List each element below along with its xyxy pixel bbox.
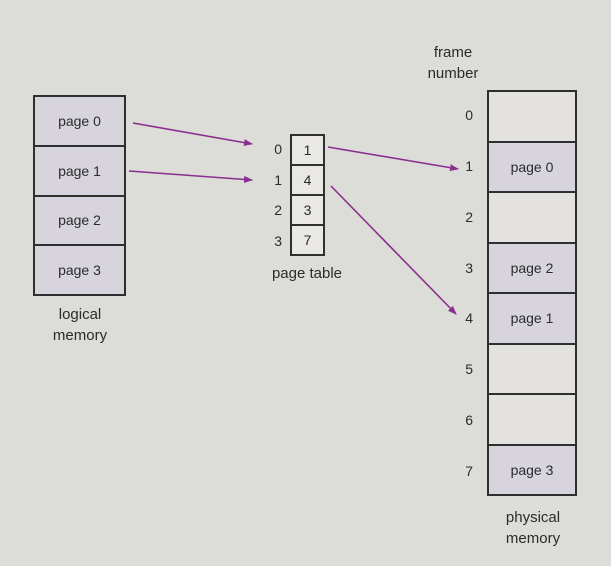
physical-memory-frame-3: page 2 bbox=[489, 243, 575, 294]
page-table-indices: 0 1 2 3 bbox=[254, 134, 282, 256]
frame-number-7: 7 bbox=[465, 462, 473, 479]
physical-memory-frame-6 bbox=[489, 395, 575, 446]
page-table-cell-2: 3 bbox=[292, 196, 323, 226]
physical-memory-label-line1: physical bbox=[505, 509, 561, 526]
page-table-cell-3: 7 bbox=[292, 226, 323, 254]
frame-number-5: 5 bbox=[465, 361, 473, 378]
frame-number-2: 2 bbox=[465, 208, 473, 225]
physical-memory-frame-1: page 0 bbox=[489, 142, 575, 193]
frame-number-0: 0 bbox=[465, 107, 473, 124]
frame-number-1: 1 bbox=[465, 158, 473, 175]
logical-memory-label: logical memory bbox=[23, 304, 137, 346]
logical-memory-box: page 0 page 1 page 2 page 3 bbox=[33, 95, 126, 296]
frame-number-3: 3 bbox=[465, 259, 473, 276]
page-table-index-2: 2 bbox=[274, 202, 282, 219]
logical-memory-cell-page2: page 2 bbox=[35, 196, 124, 247]
physical-memory-frame-7: page 3 bbox=[489, 445, 575, 494]
page-table-index-1: 1 bbox=[274, 171, 282, 188]
logical-memory-cell-page0: page 0 bbox=[35, 97, 124, 147]
frame-numbers-column: 0 1 2 3 4 5 6 7 bbox=[436, 90, 480, 496]
page-table-cell-0: 1 bbox=[292, 136, 323, 166]
page-table-cell-1: 4 bbox=[292, 166, 323, 196]
logical-memory-cell-page3: page 3 bbox=[35, 246, 124, 294]
physical-memory-frame-0 bbox=[489, 92, 575, 143]
frame-number-header: frame number bbox=[398, 42, 508, 84]
page-table-index-3: 3 bbox=[274, 232, 282, 249]
frame-number-header-line1: frame bbox=[433, 44, 473, 61]
frame-number-header-line2: number bbox=[427, 65, 479, 82]
arrow-page1-to-pagetable-entry1 bbox=[128, 170, 253, 183]
page-table-label: page table bbox=[271, 265, 343, 282]
physical-memory-frame-5 bbox=[489, 344, 575, 395]
frame-number-6: 6 bbox=[465, 411, 473, 428]
logical-memory-cell-page1: page 1 bbox=[35, 146, 124, 197]
physical-memory-frame-2 bbox=[489, 193, 575, 244]
logical-memory-label-line2: memory bbox=[52, 327, 108, 344]
page-table-index-0: 0 bbox=[274, 141, 282, 158]
physical-memory-label-line2: memory bbox=[505, 530, 561, 547]
page-table-box: 1 4 3 7 bbox=[290, 134, 325, 256]
frame-number-4: 4 bbox=[465, 310, 473, 327]
physical-memory-label: physical memory bbox=[477, 507, 589, 549]
physical-memory-frame-4: page 1 bbox=[489, 294, 575, 345]
logical-memory-label-line1: logical bbox=[58, 306, 102, 323]
physical-memory-box: page 0 page 2 page 1 page 3 bbox=[487, 90, 577, 496]
arrow-page0-to-pagetable-entry0 bbox=[132, 122, 253, 147]
